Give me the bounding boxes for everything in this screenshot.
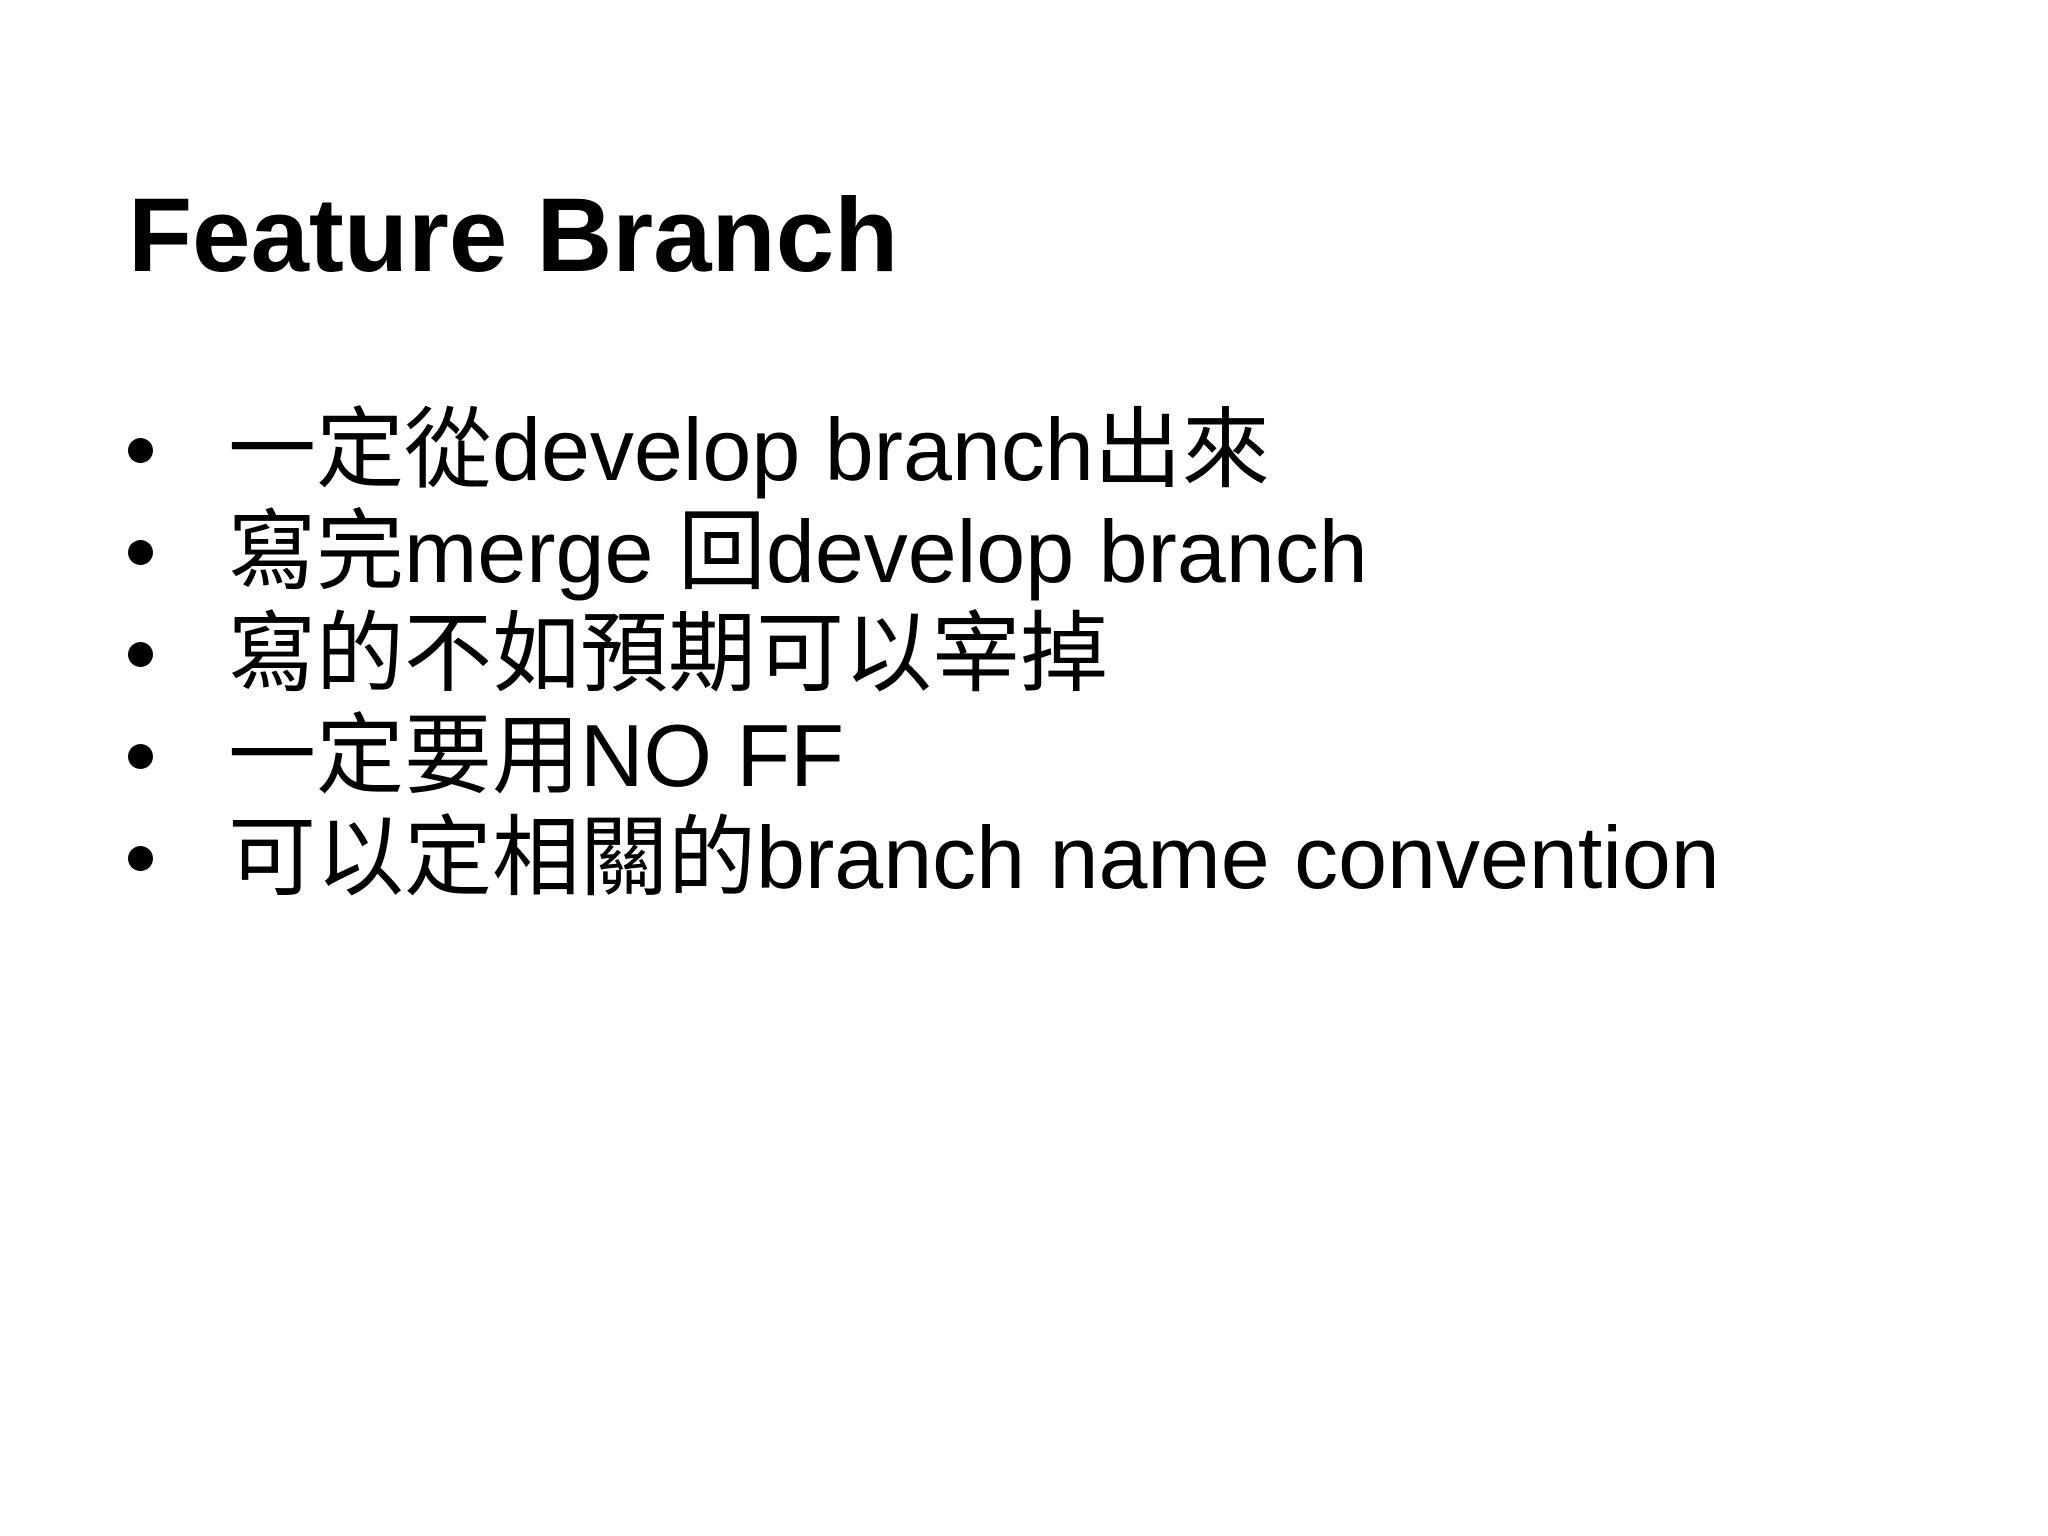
list-item: 寫完merge 回develop branch xyxy=(128,501,1720,603)
bullet-dot-icon xyxy=(128,743,153,769)
slide-title: Feature Branch xyxy=(128,177,899,294)
bullet-dot-icon xyxy=(128,641,153,667)
list-item: 一定從develop branch出來 xyxy=(128,399,1720,501)
list-item: 可以定相關的branch name convention xyxy=(128,807,1720,909)
bullet-list: 一定從develop branch出來 寫完merge 回develop bra… xyxy=(128,399,1720,909)
bullet-text: 寫的不如預期可以宰掉 xyxy=(228,604,1109,703)
list-item: 寫的不如預期可以宰掉 xyxy=(128,603,1720,705)
bullet-text: 寫完merge 回develop branch xyxy=(228,502,1368,601)
bullet-text: 一定從develop branch出來 xyxy=(228,400,1270,499)
bullet-dot-icon xyxy=(128,437,153,463)
bullet-dot-icon xyxy=(128,845,153,871)
bullet-dot-icon xyxy=(128,539,153,565)
list-item: 一定要用NO FF xyxy=(128,705,1720,807)
bullet-text: 一定要用NO FF xyxy=(228,706,844,805)
bullet-text: 可以定相關的branch name convention xyxy=(228,808,1720,907)
